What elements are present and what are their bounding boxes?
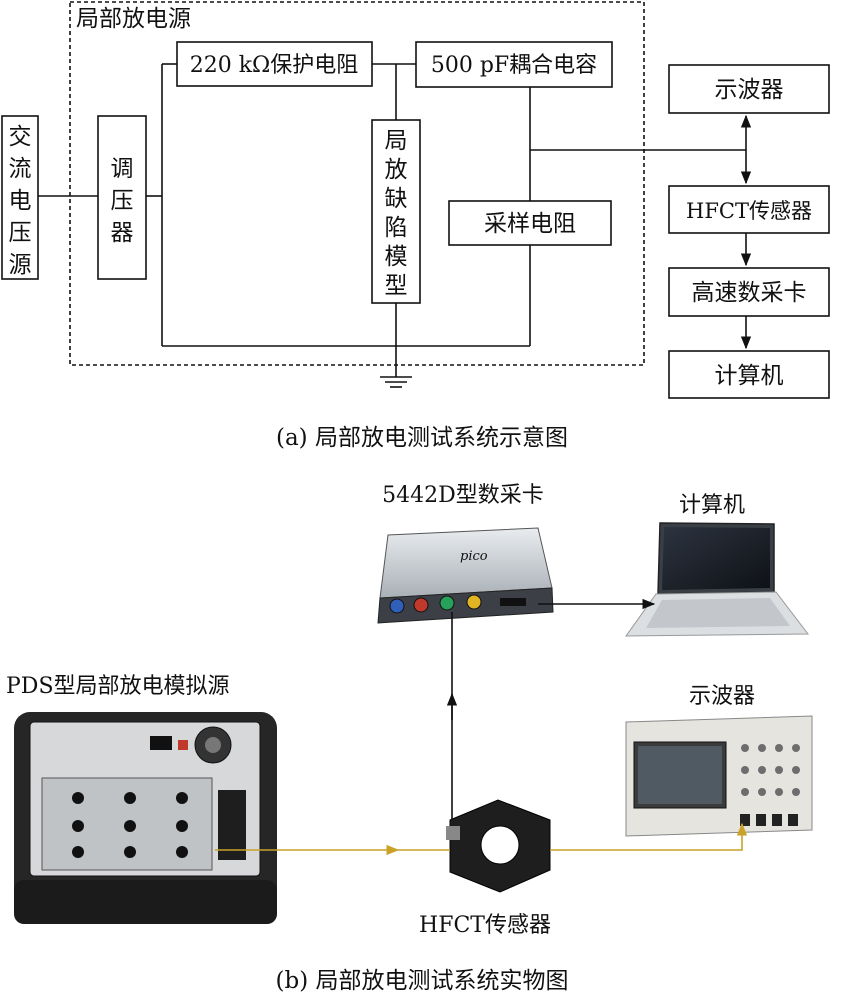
computer-box [668, 350, 830, 399]
daq-box [668, 267, 830, 317]
daq-brand-text: pico [460, 549, 488, 564]
computer-label: 计算机 [715, 363, 784, 389]
defect-model-label-4: 陷 [385, 215, 408, 241]
caption-b: (b) 局部放电测试系统实物图 [276, 968, 569, 994]
daq-label: 高速数采卡 [692, 280, 807, 306]
ac-source-box [1, 115, 39, 280]
oscilloscope-label: 示波器 [715, 77, 784, 103]
defect-model-label-1: 局 [385, 128, 408, 154]
schematic-a-labels: 局部放电源 交 流 电 压 源 调 压 器 220 kΩ保护电阻 500 pF耦… [9, 6, 812, 451]
defect-model-label-5: 模 [385, 244, 408, 270]
oscilloscope-device [625, 715, 813, 837]
daq-device: pico [377, 527, 554, 624]
defect-model-box [371, 119, 421, 304]
regulator-label-3: 器 [111, 220, 134, 246]
ac-source-label-4: 压 [9, 220, 32, 246]
defect-model-label-6: 型 [385, 273, 408, 299]
protect-resistor-label: 220 kΩ保护电阻 [190, 53, 359, 78]
connections-b [215, 598, 748, 856]
hfct-sensor [446, 799, 551, 893]
dashed-region-label: 局部放电源 [76, 6, 191, 32]
regulator-label-2: 压 [111, 188, 134, 214]
daq-device-label: 5442D型数采卡 [382, 483, 544, 508]
ac-source-label-5: 源 [9, 252, 32, 278]
defect-model-label-2: 放 [385, 157, 408, 183]
regulator-label-1: 调 [111, 156, 134, 182]
protect-resistor-box [176, 41, 373, 87]
ac-source-label-2: 流 [9, 156, 32, 182]
oscilloscope-device-label: 示波器 [689, 684, 755, 709]
hfct-box [668, 185, 830, 234]
defect-model-label-3: 缺 [385, 186, 408, 212]
laptop-computer [625, 522, 810, 637]
daq-port-green-icon [439, 595, 455, 611]
coupling-capacitor-box [415, 41, 613, 88]
daq-port-blue-icon [389, 598, 405, 614]
ac-source-label-3: 电 [9, 188, 32, 214]
sampling-resistor-label: 采样电阻 [484, 211, 576, 237]
pds-source-label: PDS型局部放电模拟源 [6, 674, 230, 699]
sampling-resistor-box [448, 200, 612, 246]
pds-simulation-source [14, 712, 277, 924]
regulator-box [97, 115, 147, 280]
ac-source-label-1: 交 [9, 124, 32, 150]
computer-device-label: 计算机 [679, 493, 745, 518]
hfct-label: HFCT传感器 [686, 199, 812, 223]
caption-a: (a) 局部放电测试系统示意图 [276, 425, 568, 451]
schematic-a [1, 1, 830, 399]
daq-port-red-icon [413, 597, 429, 613]
coupling-capacitor-label: 500 pF耦合电容 [431, 53, 597, 78]
photo-b-labels: 5442D型数采卡 计算机 PDS型局部放电模拟源 示波器 HFCT传感器 (b… [6, 483, 755, 994]
daq-port-yellow-icon [466, 594, 482, 610]
partial-discharge-source-region [69, 1, 645, 366]
oscilloscope-box [668, 64, 830, 114]
hfct-device-label: HFCT传感器 [419, 913, 551, 938]
